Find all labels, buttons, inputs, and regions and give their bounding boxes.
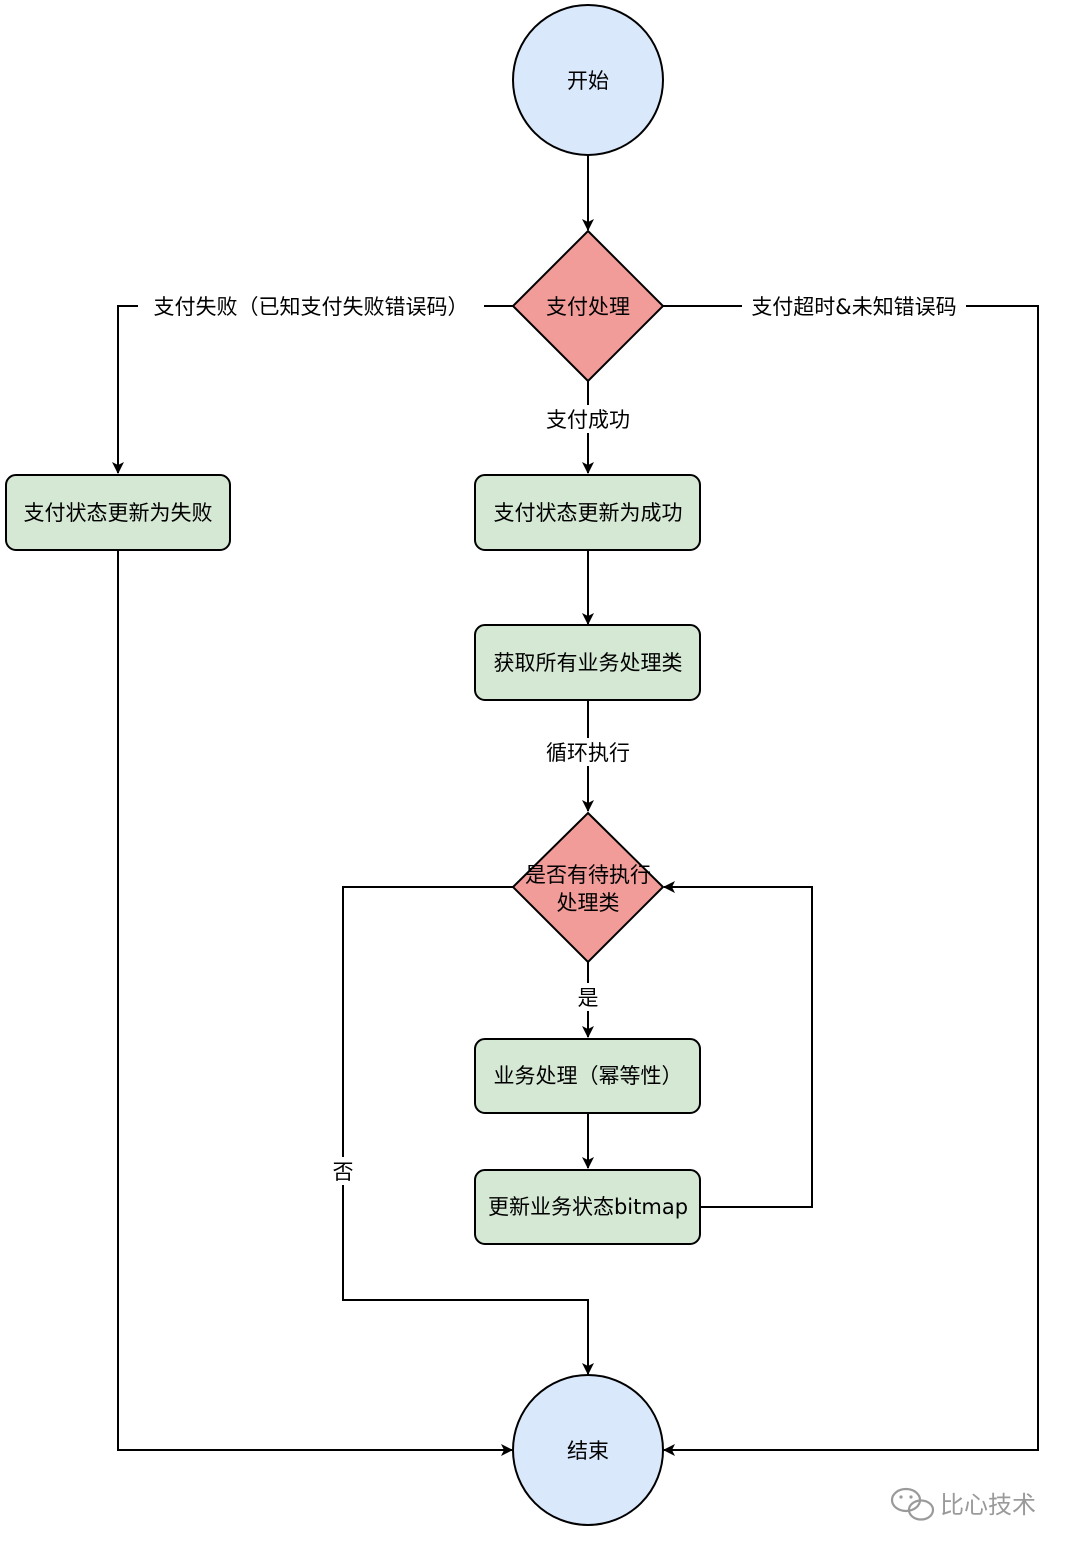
edge-label-fail: 支付失败（已知支付失败错误码） (154, 295, 469, 319)
business-process-label: 业务处理（幂等性） (494, 1064, 683, 1088)
edge-label-no: 否 (333, 1160, 354, 1184)
update-fail-node: 支付状态更新为失败 (5, 474, 231, 551)
edge-payment-timeout-to-end (663, 305, 1039, 1456)
edge-label-timeout: 支付超时&未知错误码 (751, 295, 956, 319)
update-success-node: 支付状态更新为成功 (474, 474, 701, 551)
update-bitmap-node: 更新业务状态bitmap (474, 1169, 701, 1245)
business-process-node: 业务处理（幂等性） (474, 1038, 701, 1114)
edge-pending-no-to-end (342, 886, 594, 1375)
update-fail-label: 支付状态更新为失败 (24, 501, 213, 525)
payment-decision: 支付处理 (511, 229, 665, 383)
edge-bitmap-loop-to-pending (663, 881, 813, 1208)
edge-fail-to-end (117, 550, 513, 1456)
pending-decision-label-line1: 是否有待执行 (525, 863, 651, 887)
pending-decision-label-line2: 处理类 (557, 891, 620, 915)
get-handlers-label: 获取所有业务处理类 (494, 651, 683, 675)
edge-payment-to-fail (112, 305, 513, 474)
end-node: 结束 (512, 1374, 664, 1526)
update-success-label: 支付状态更新为成功 (494, 501, 683, 525)
watermark-text: 比心技术 (940, 1491, 1036, 1519)
end-label: 结束 (567, 1439, 609, 1463)
wechat-icon (890, 1487, 935, 1521)
start-label: 开始 (567, 69, 609, 93)
start-node: 开始 (512, 4, 664, 156)
get-handlers-node: 获取所有业务处理类 (474, 624, 701, 701)
update-bitmap-label: 更新业务状态bitmap (488, 1195, 688, 1219)
watermark: 比心技术 (890, 1487, 1036, 1521)
payment-decision-label: 支付处理 (546, 295, 630, 319)
edge-label-success: 支付成功 (546, 408, 630, 432)
edge-label-loop: 循环执行 (546, 741, 630, 765)
pending-decision: 是否有待执行 处理类 (511, 811, 665, 964)
edge-label-yes: 是 (578, 986, 599, 1010)
